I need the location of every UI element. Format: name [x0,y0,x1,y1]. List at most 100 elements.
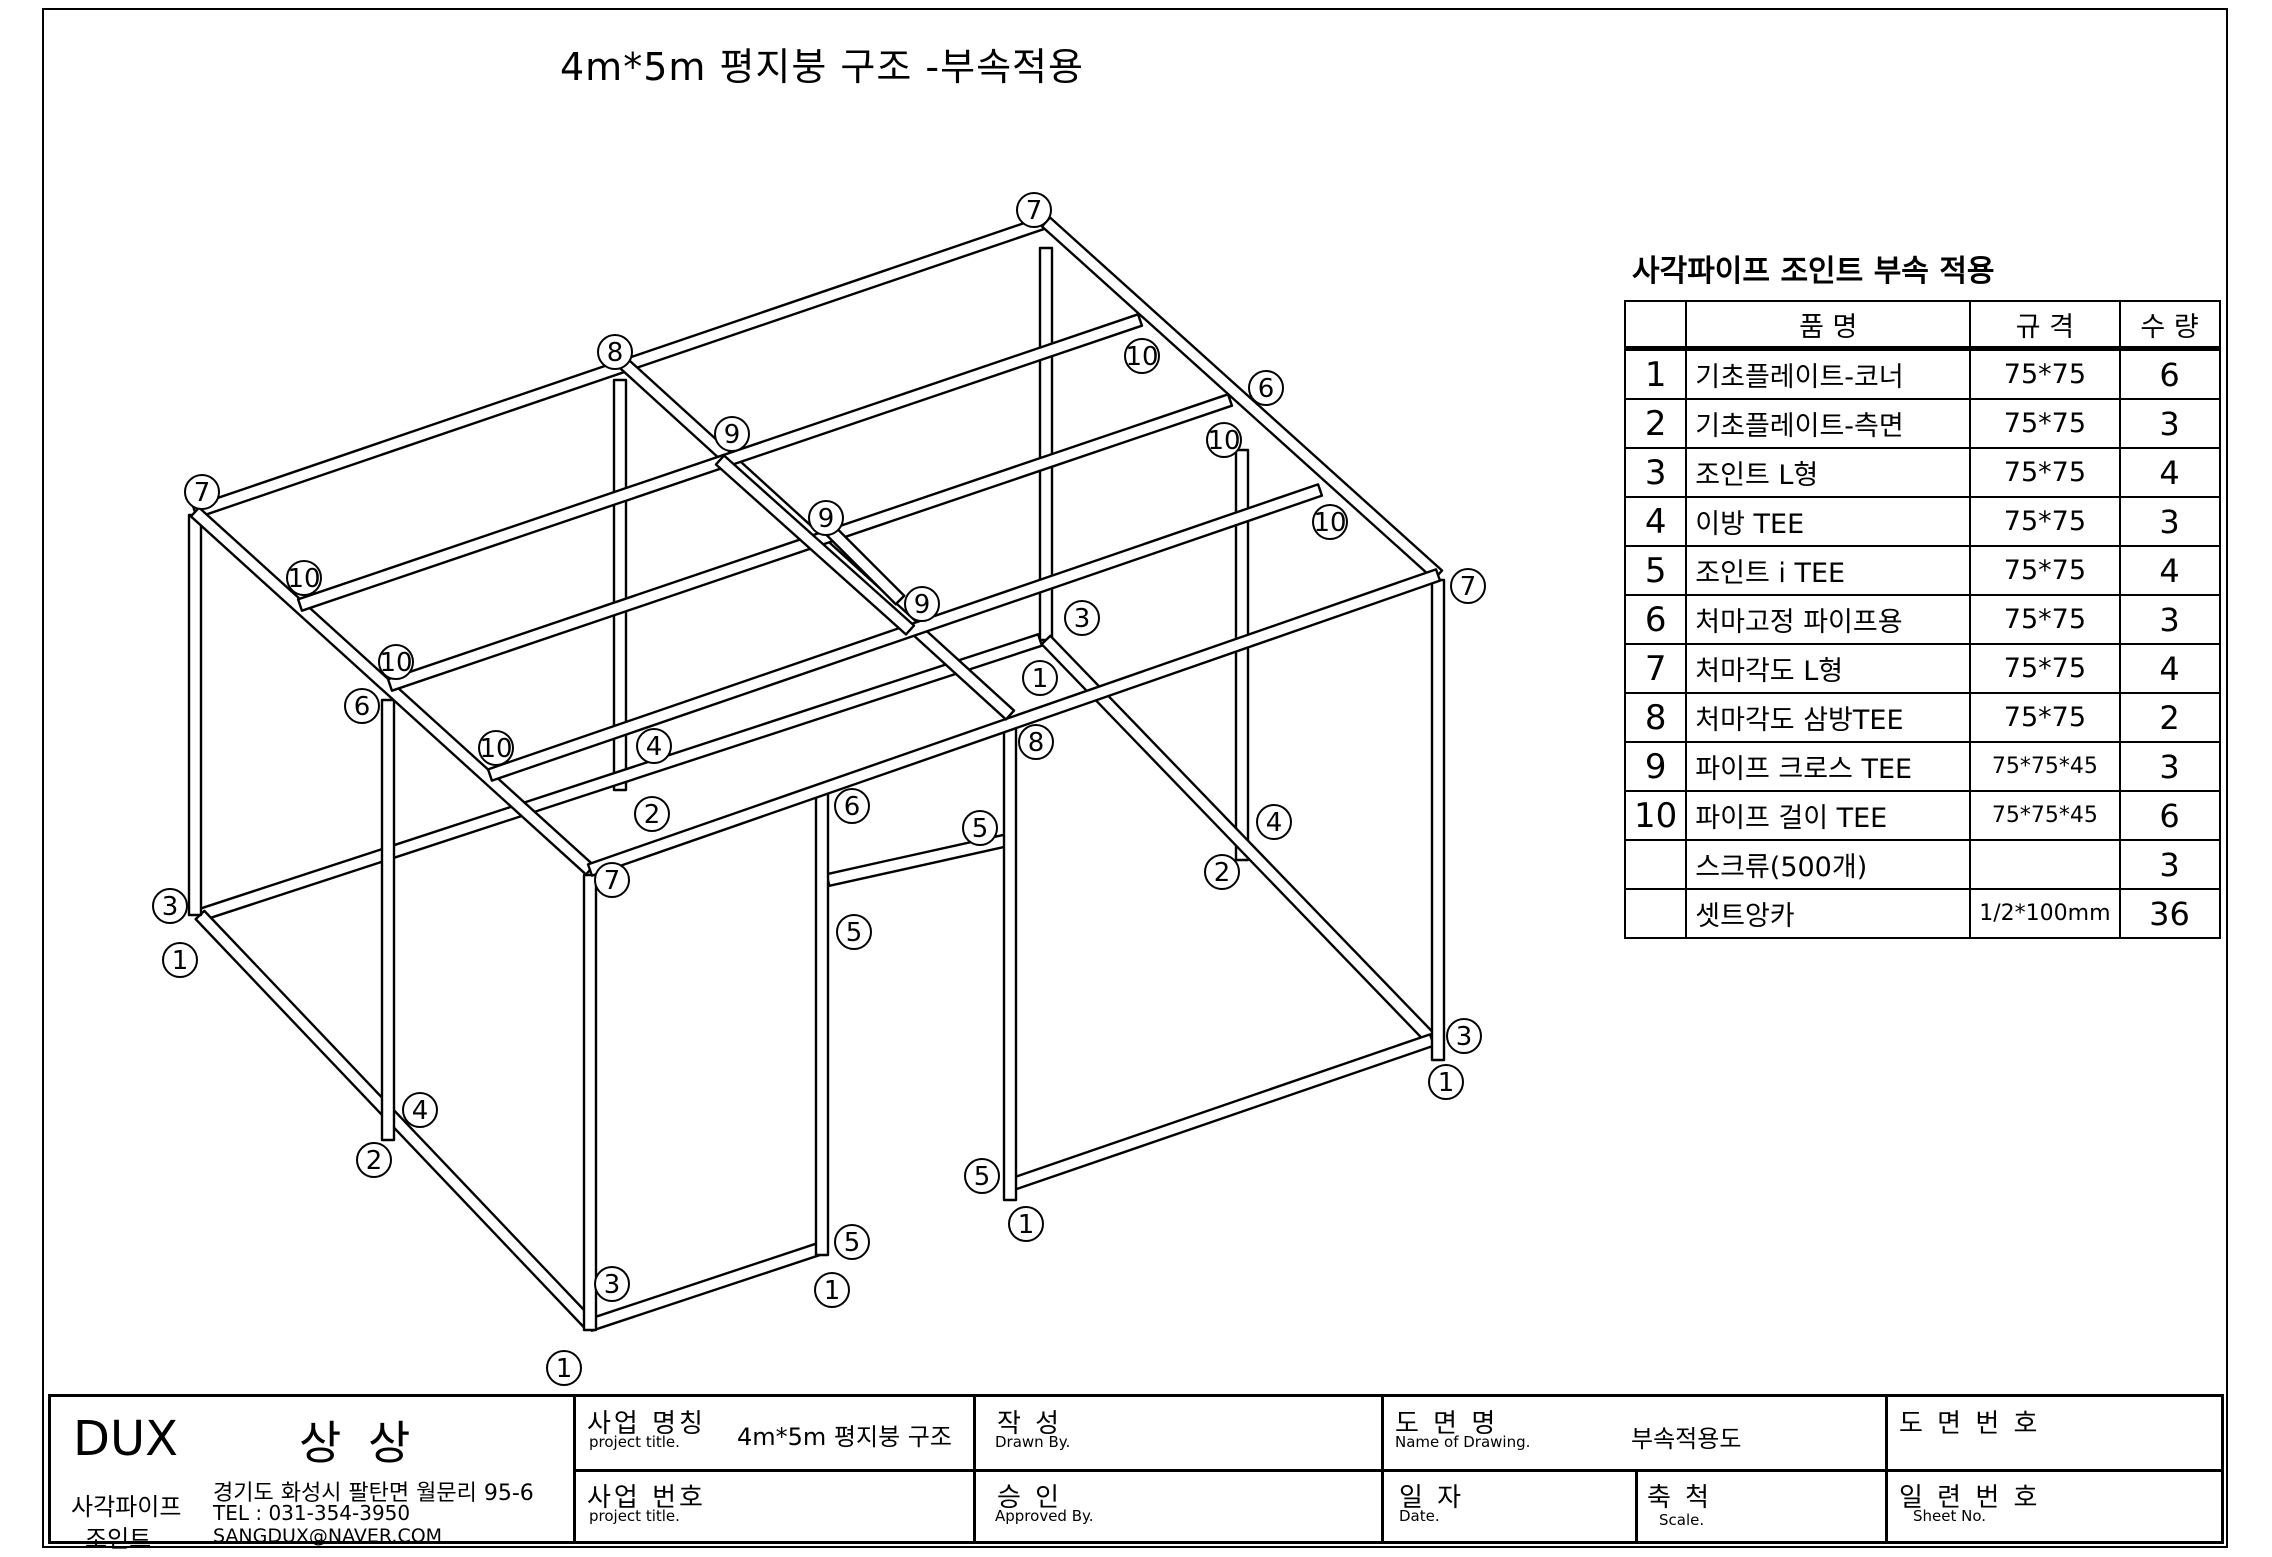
part-balloon: 10 [286,560,322,596]
drawn-by-label: 작 성 [997,1409,1063,1439]
part-qty: 3 [2118,839,2221,890]
balloon-number: 1 [1018,1210,1035,1240]
parts-table-caption: 사각파이프 조인트 부속 적용 [1632,254,1995,289]
title-block: DUX 상 상 사각파이프 조인트 경기도 화성시 팔탄면 월문리 95-6 T… [48,1394,2224,1553]
balloon-circle [478,730,514,766]
part-balloon: 3 [152,888,188,924]
balloon-circle [1446,1018,1482,1054]
drawing-name-value: 부속적용도 [1631,1425,1742,1453]
sheet-no-label: 일 련 번 호 [1899,1483,2041,1513]
scale-label: 축 척 [1647,1483,1713,1513]
part-balloon: 1 [1428,1064,1464,1100]
balloon-circle [962,810,998,846]
part-balloon: 1 [546,1350,582,1386]
part-balloon: 2 [356,1142,392,1178]
balloon-number: 10 [379,648,412,678]
balloon-number: 1 [1032,664,1049,694]
balloon-number: 8 [1028,728,1045,758]
balloon-circle [1312,504,1348,540]
balloon-number: 5 [844,1228,861,1258]
part-balloon: 2 [1204,854,1240,890]
part-balloon: 10 [478,730,514,766]
header-qty: 수 량 [2118,300,2221,351]
part-balloon: 7 [1016,192,1052,228]
balloon-number: 1 [824,1276,841,1306]
part-no [1623,888,1688,939]
part-name: 기초플레이트-코너 [1685,347,1972,400]
part-spec: 75*75 [1969,398,2121,449]
part-name: 조인트 i TEE [1685,545,1972,596]
company-name: DUX [73,1411,178,1467]
balloon-number: 1 [1438,1068,1455,1098]
balloon-number: 8 [607,338,624,368]
parts-table-header: 품 명 규 격 수 량 [1623,300,2221,351]
part-no: 2 [1623,398,1688,449]
part-qty: 6 [2118,347,2221,400]
balloon-number: 3 [1074,604,1091,634]
balloon-circle [1016,192,1052,228]
pipe-beam [1430,578,1446,1062]
balloon-circle [1022,660,1058,696]
balloon-number: 4 [646,732,663,762]
balloon-circle [597,334,633,370]
project-title-value: 4m*5m 평지붕 구조 [737,1423,952,1451]
part-name: 처마각도 L형 [1685,643,1972,694]
balloon-circle [184,474,220,510]
project-title-label: 사업 명칭 [587,1409,706,1439]
approved-by-label: 승 인 [997,1483,1063,1513]
part-no: 10 [1623,790,1688,841]
part-balloon: 3 [594,1266,630,1302]
part-no: 9 [1623,741,1688,792]
balloon-number: 1 [172,946,189,976]
drawing-name-label-en: Name of Drawing. [1395,1433,1531,1451]
part-no: 6 [1623,594,1688,645]
drawing-frame [42,8,2228,1548]
balloon-circle [808,500,844,536]
part-spec: 75*75 [1969,594,2121,645]
balloon-number: 7 [1460,572,1477,602]
company-tel: TEL : 031-354-3950 [213,1501,411,1525]
pipe-beam [714,454,916,636]
balloon-circle [1008,1206,1044,1242]
part-balloon: 5 [964,1158,1000,1194]
balloon-circle [378,644,414,680]
balloon-number: 3 [1456,1022,1473,1052]
approved-by-label-en: Approved By. [995,1507,1094,1525]
balloon-circle [636,728,672,764]
balloon-number: 9 [818,504,835,534]
part-balloon: 1 [1008,1206,1044,1242]
part-balloon: 4 [402,1092,438,1128]
part-balloon: 4 [1256,804,1292,840]
part-balloon: 10 [1124,338,1160,374]
part-qty: 36 [2118,888,2221,939]
balloon-number: 6 [354,692,371,722]
date-label: 일 자 [1399,1483,1465,1513]
part-balloon: 5 [836,914,872,950]
balloon-number: 10 [479,734,512,764]
balloon-circle [1124,338,1160,374]
part-balloon: 3 [1064,600,1100,636]
product-line-1: 사각파이프 [71,1493,182,1521]
balloon-circle [1064,600,1100,636]
pipe-beam [187,513,203,917]
part-qty: 3 [2118,741,2221,792]
balloon-number: 6 [844,792,861,822]
balloon-number: 2 [1214,858,1231,888]
part-balloon: 8 [1018,724,1054,760]
balloon-circle [1018,724,1054,760]
balloon-number: 6 [1258,374,1275,404]
part-balloon: 9 [904,586,940,622]
balloon-number: 10 [1207,426,1240,456]
part-balloon: 10 [1312,504,1348,540]
tb-divider [1635,1469,1638,1541]
company-name-ko: 상 상 [299,1416,417,1470]
balloon-number: 1 [556,1354,573,1384]
part-name: 셋트앙카 [1685,888,1972,939]
part-balloon: 6 [834,788,870,824]
part-qty: 3 [2118,594,2221,645]
